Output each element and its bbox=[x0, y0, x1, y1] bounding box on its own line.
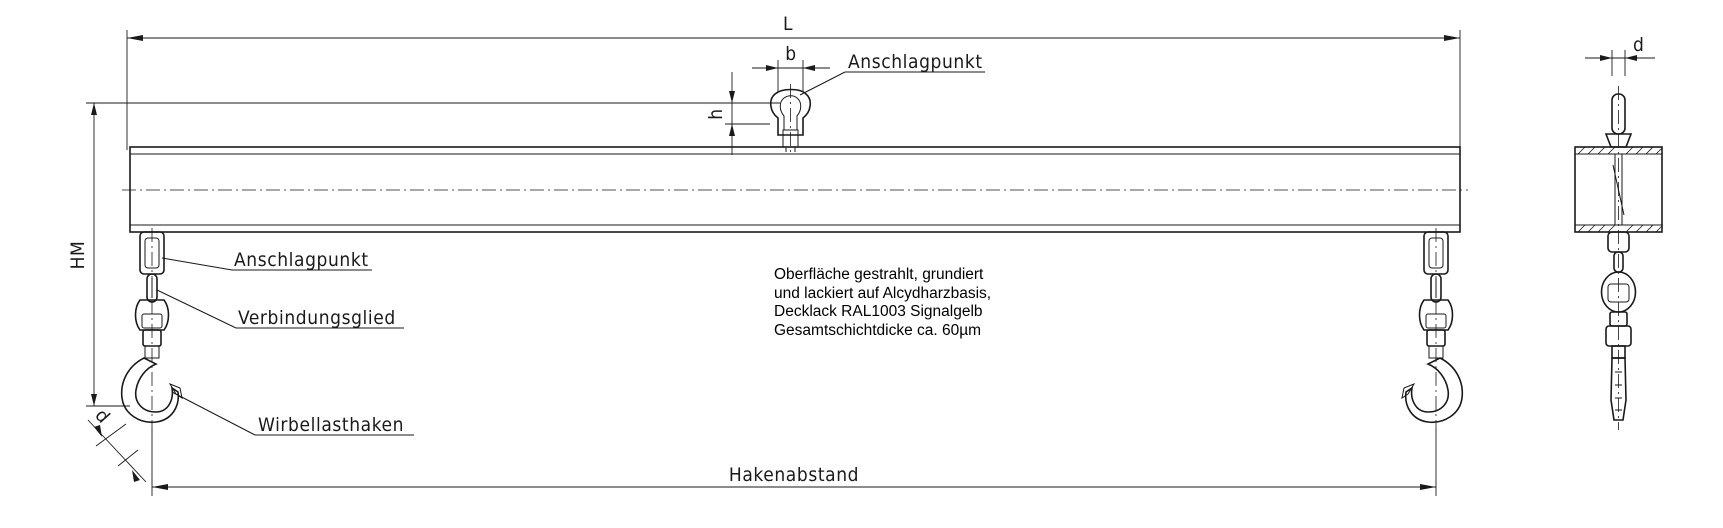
top-lifting-eye bbox=[769, 84, 812, 156]
right-hook-assembly bbox=[1401, 228, 1464, 428]
dimension-overall-height-label: HM bbox=[67, 241, 89, 270]
note-line-1: Oberfläche gestrahlt, grundiert bbox=[774, 266, 984, 283]
dimension-length: L bbox=[126, 13, 1461, 150]
dimension-overall-height: HM bbox=[67, 102, 780, 407]
connecting-link-text: Verbindungsglied bbox=[238, 307, 396, 329]
note-line-4: Gesamtschichtdicke ca. 60µm bbox=[774, 322, 981, 339]
side-view bbox=[1574, 86, 1663, 430]
label-top-attachment: Anschlagpunkt bbox=[799, 51, 985, 96]
note-line-3: Decklack RAL1003 Signalgelb bbox=[774, 303, 983, 320]
dimension-length-label: L bbox=[783, 13, 793, 35]
dimension-hook-width-label: d bbox=[90, 405, 113, 428]
dimension-side-width: d bbox=[1585, 34, 1655, 76]
note-line-2: und lackiert auf Alcydharzbasis, bbox=[774, 285, 991, 302]
label-lower-attachment: Anschlagpunkt bbox=[161, 249, 372, 271]
top-attachment-text: Anschlagpunkt bbox=[848, 51, 983, 73]
dimension-hook-spacing: Hakenabstand bbox=[151, 428, 1437, 496]
left-hook-assembly bbox=[120, 228, 183, 428]
dimension-hook-spacing-label: Hakenabstand bbox=[729, 464, 859, 486]
dimension-eye-width-label: b bbox=[785, 43, 796, 65]
dimension-side-width-label: d bbox=[1633, 34, 1644, 56]
lower-attachment-text: Anschlagpunkt bbox=[234, 249, 369, 271]
dimension-eye-height-label: h bbox=[705, 108, 727, 119]
dimension-eye-width: b bbox=[752, 43, 830, 92]
label-connecting-link: Verbindungsglied bbox=[156, 289, 404, 329]
swivel-hook-text: Wirbellasthaken bbox=[258, 414, 404, 436]
label-swivel-hook: Wirbellasthaken bbox=[171, 391, 414, 436]
dimension-eye-height: h bbox=[705, 72, 770, 155]
side-view-hatching bbox=[1577, 146, 1663, 233]
surface-note: Oberfläche gestrahlt, grundiert und lack… bbox=[774, 266, 991, 339]
beam-front-view bbox=[122, 146, 1468, 233]
dimension-hook-width: d bbox=[87, 405, 147, 483]
